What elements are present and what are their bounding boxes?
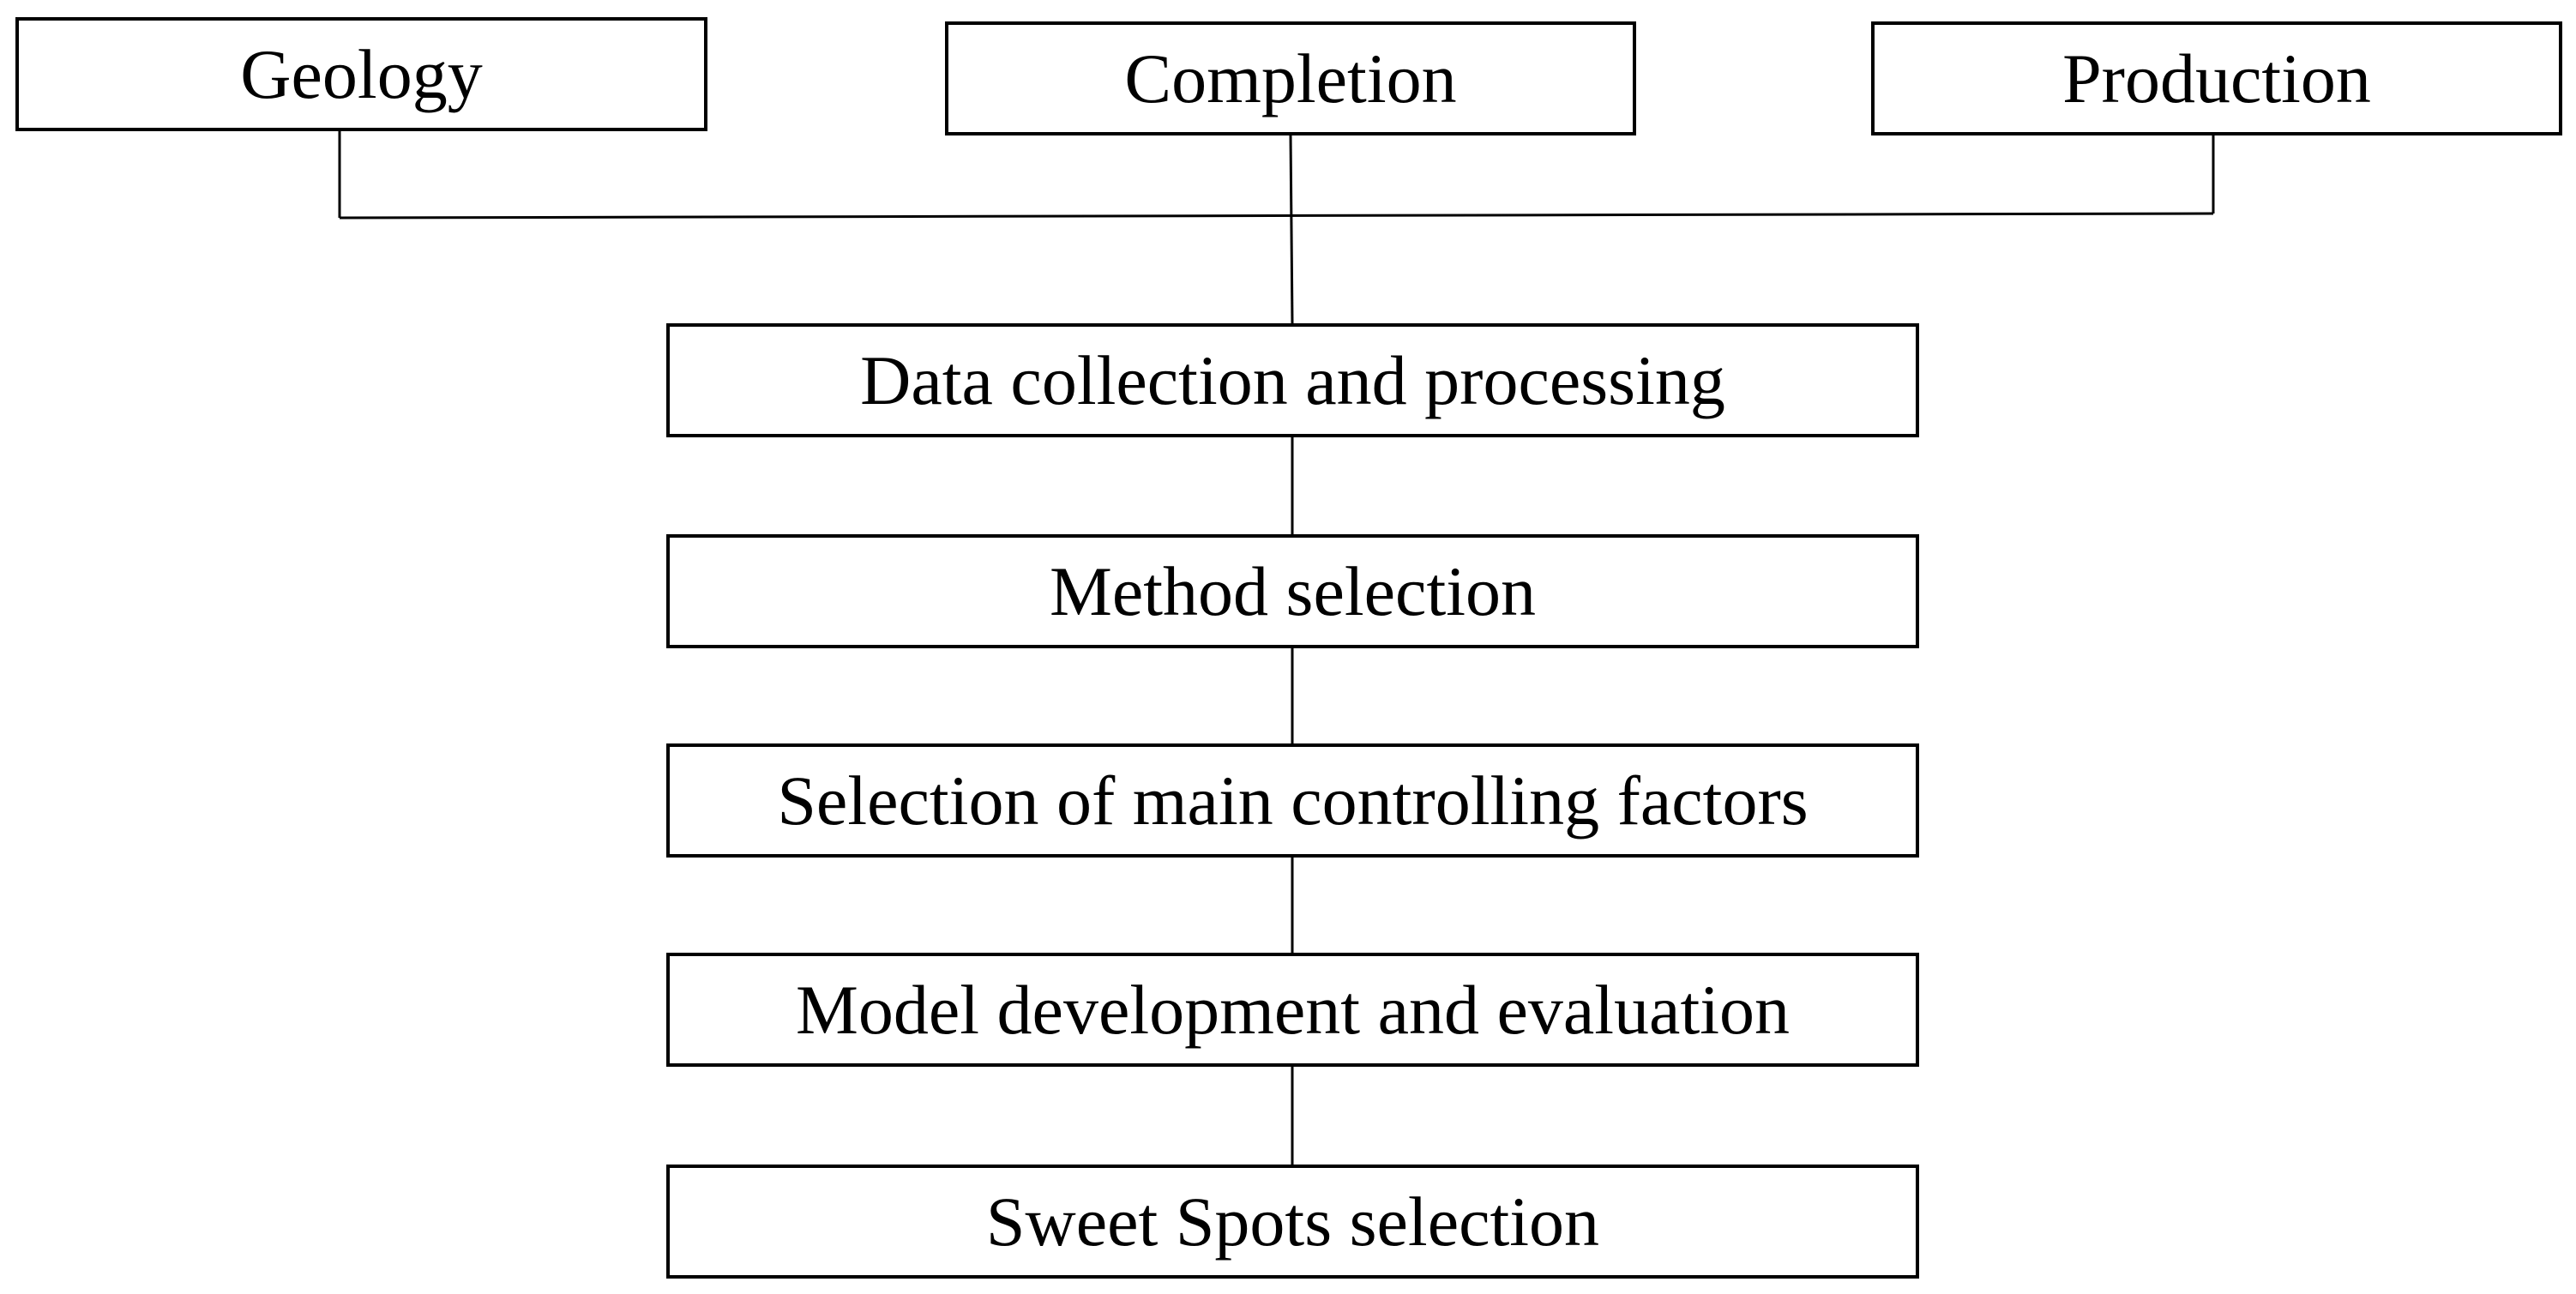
production-box: Production [1871,21,2562,135]
step-sweet-spots-box: Sweet Spots selection [666,1165,1919,1279]
step-main-factors-box: Selection of main controlling factors [666,743,1919,858]
step-model-development-label: Model development and evaluation [795,970,1791,1049]
step-method-selection-label: Method selection [1049,551,1537,630]
connector-completion-to-data [1289,135,1294,324]
completion-label: Completion [1124,39,1457,117]
step-data-collection-label: Data collection and processing [860,340,1725,419]
step-model-development-box: Model development and evaluation [666,953,1919,1067]
step-method-selection-box: Method selection [666,534,1919,648]
completion-box: Completion [945,21,1636,135]
geology-label: Geology [240,34,483,113]
geology-box: Geology [15,17,707,131]
step-data-collection-box: Data collection and processing [666,323,1919,437]
step-sweet-spots-label: Sweet Spots selection [985,1182,1600,1261]
production-label: Production [2062,39,2371,117]
step-main-factors-label: Selection of main controlling factors [777,761,1809,840]
connector-top-bus [339,212,2214,220]
